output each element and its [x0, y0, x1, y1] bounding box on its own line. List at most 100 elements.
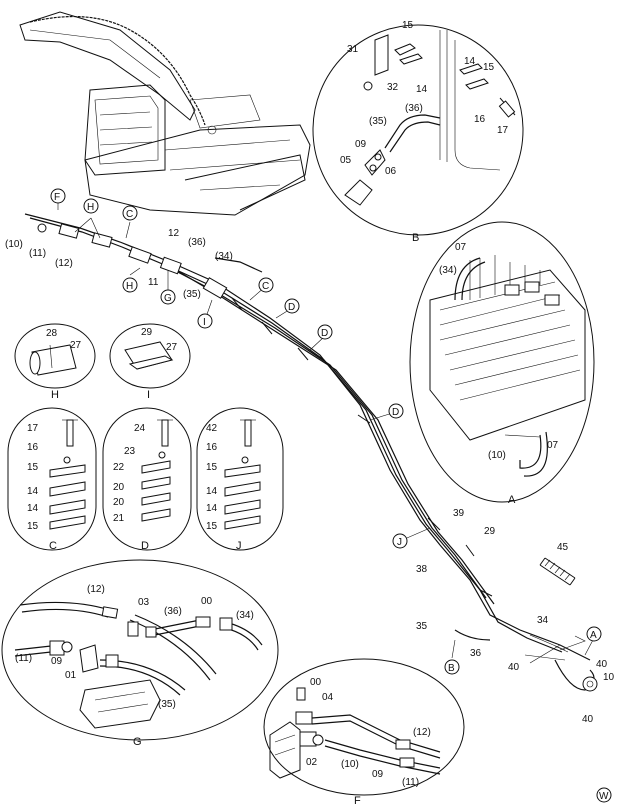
b-label-0: 15	[402, 20, 414, 31]
h-label-0: 28	[46, 328, 58, 339]
f-label-0: 00	[310, 677, 322, 688]
c-label-5: 15	[27, 521, 39, 532]
j-label-0: 42	[206, 423, 218, 434]
main-label-4: (36)	[188, 237, 206, 248]
callout-8: D	[321, 328, 328, 339]
b-label-4: 14	[464, 56, 476, 67]
d-label-0: 24	[134, 423, 146, 434]
detail-view-b: 15 31 32 14 14 15 16 17 (36) (35) 09 05 …	[312, 20, 524, 244]
main-label-12: 34	[537, 615, 549, 626]
detail-view-g: (12) 03 (36) 00 (34) (11) 09 01 (35) G	[1, 559, 279, 748]
f-label-5: 09	[372, 769, 384, 780]
a-label-1: (34)	[439, 265, 457, 276]
detail-view-i: 29 27 I	[109, 323, 191, 401]
g-label-5: (11)	[15, 653, 32, 664]
f-label-3: 02	[306, 757, 318, 768]
f-label-1: 04	[322, 692, 334, 703]
c-label-3: 14	[27, 486, 39, 497]
main-hose-routing	[24, 198, 598, 692]
main-label-15: 40	[508, 662, 520, 673]
b-label-12: 06	[385, 166, 397, 177]
callout-5: I	[203, 317, 206, 328]
main-label-16: 40	[596, 659, 608, 670]
b-label-6: 16	[474, 114, 486, 125]
callout-12: A	[590, 630, 597, 641]
detail-view-h: 28 27 H	[14, 323, 96, 401]
main-label-6: 11	[148, 277, 159, 288]
j-label-3: 14	[206, 486, 218, 497]
detail-view-c: 17 16 15 14 14 15 C	[7, 407, 97, 552]
main-label-18: 40	[582, 714, 594, 725]
j-label-4: 14	[206, 503, 218, 514]
d-label-1: 23	[124, 446, 136, 457]
main-label-8: 39	[453, 508, 465, 519]
b-caption: B	[412, 232, 419, 244]
b-label-11: 05	[340, 155, 352, 166]
main-label-13: 35	[416, 621, 428, 632]
g-label-6: 09	[51, 656, 63, 667]
callout-6: C	[262, 281, 269, 292]
g-label-2: (36)	[164, 606, 182, 617]
watermark-logo: W	[596, 787, 612, 803]
j-caption: J	[236, 540, 242, 552]
g-label-0: (12)	[87, 584, 105, 595]
detail-view-f: 00 04 (12) 02 (10) 09 (11) F	[263, 658, 465, 807]
j-label-2: 15	[206, 462, 218, 473]
a-label-2: 07	[547, 440, 559, 451]
detail-view-a: 07 (34) 07 (10) A	[409, 221, 595, 506]
b-label-5: 15	[483, 62, 495, 73]
f-label-2: (12)	[413, 727, 431, 738]
a-label-3: (10)	[488, 450, 506, 461]
main-label-9: 29	[484, 526, 496, 537]
excavator-illustration	[19, 11, 311, 216]
callout-11: B	[448, 663, 455, 674]
d-label-2: 22	[113, 462, 125, 473]
d-label-3: 20	[113, 482, 125, 493]
j-label-5: 15	[206, 521, 218, 532]
callout-4: G	[164, 293, 172, 304]
i-label-1: 27	[166, 342, 178, 353]
main-label-2: (12)	[55, 258, 73, 269]
callout-3: H	[126, 281, 133, 292]
b-label-9: (35)	[369, 116, 387, 127]
f-label-6: (11)	[402, 777, 419, 788]
main-label-17: 10	[603, 672, 615, 683]
main-label-11: 45	[557, 542, 569, 553]
i-caption: I	[147, 389, 150, 401]
g-caption: G	[133, 736, 142, 748]
g-label-4: (34)	[236, 610, 254, 621]
spring-45	[539, 557, 576, 586]
b-label-2: 32	[387, 82, 399, 93]
b-label-7: 17	[497, 125, 509, 136]
main-label-5: (34)	[215, 251, 233, 262]
b-label-10: 09	[355, 139, 367, 150]
a-label-0: 07	[455, 242, 467, 253]
j-label-1: 16	[206, 442, 218, 453]
d-caption: D	[141, 540, 149, 552]
f-caption: F	[354, 795, 361, 807]
callout-10: J	[397, 537, 402, 548]
main-label-14: 36	[470, 648, 482, 659]
a-caption: A	[508, 494, 516, 506]
c-caption: C	[49, 540, 57, 552]
g-label-3: 00	[201, 596, 213, 607]
h-caption: H	[51, 389, 59, 401]
g-label-1: 03	[138, 597, 150, 608]
main-label-1: (11)	[29, 248, 46, 259]
main-label-10: 38	[416, 564, 428, 575]
main-label-3: 12	[168, 228, 180, 239]
h-label-1: 27	[70, 340, 82, 351]
b-label-3: 14	[416, 84, 428, 95]
main-label-0: (10)	[5, 239, 23, 250]
main-part-labels: (10) (11) (12) 12 (36) (34) 11 (35) 39 2…	[5, 228, 615, 725]
callout-0: F	[54, 192, 60, 203]
d-label-4: 20	[113, 497, 125, 508]
detail-view-j: 42 16 15 14 14 15 J	[196, 407, 284, 552]
watermark-text: W	[599, 791, 609, 802]
i-label-0: 29	[141, 327, 153, 338]
callout-7: D	[288, 302, 295, 313]
c-label-1: 16	[27, 442, 39, 453]
d-label-5: 21	[113, 513, 125, 524]
main-label-7: (35)	[183, 289, 201, 300]
